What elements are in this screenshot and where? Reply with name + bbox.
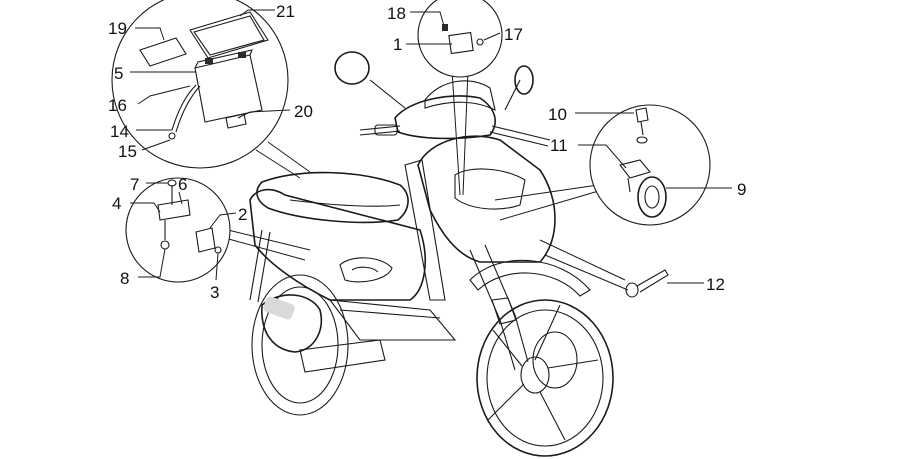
bolt-detail — [539, 239, 669, 298]
callout-2: 2 — [238, 205, 247, 224]
callout-19: 19 — [108, 19, 127, 38]
callout-leaders — [130, 9, 732, 284]
callout-21: 21 — [276, 2, 295, 21]
callout-14: 14 — [110, 122, 129, 141]
callout-4: 4 — [112, 194, 121, 213]
callout-16: 16 — [108, 96, 127, 115]
callout-3: 3 — [210, 283, 219, 302]
callout-labels: 19 21 5 16 14 15 20 18 1 17 10 11 9 12 7… — [108, 2, 746, 302]
callout-5: 5 — [114, 64, 123, 83]
callout-18: 18 — [387, 4, 406, 23]
relay-detail-bubble — [417, 0, 503, 196]
callout-9: 9 — [737, 180, 746, 199]
callout-6: 6 — [178, 175, 187, 194]
callout-10: 10 — [548, 105, 567, 124]
callout-1: 1 — [393, 35, 402, 54]
bracket-detail-bubble — [125, 177, 311, 283]
battery-detail-bubble — [111, 0, 311, 179]
callout-8: 8 — [120, 269, 129, 288]
callout-12: 12 — [706, 275, 725, 294]
callout-20: 20 — [294, 102, 313, 121]
callout-7: 7 — [130, 175, 139, 194]
scooter-illustration — [249, 51, 614, 457]
horn-detail-bubble — [494, 104, 711, 226]
callout-11: 11 — [550, 136, 568, 155]
callout-17: 17 — [504, 25, 523, 44]
callout-15: 15 — [118, 142, 137, 161]
